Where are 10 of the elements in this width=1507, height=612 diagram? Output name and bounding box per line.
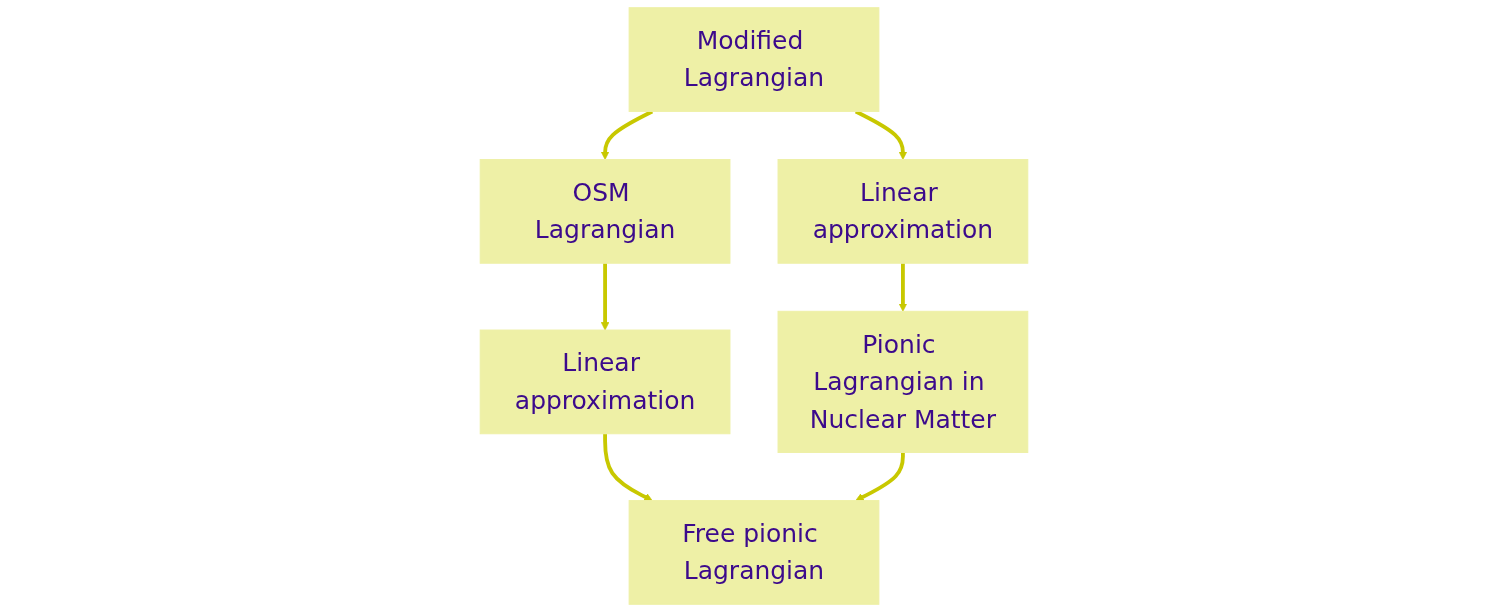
node-box: Modified Lagrangian bbox=[628, 7, 879, 112]
arrow bbox=[854, 452, 905, 501]
arrow bbox=[602, 433, 653, 501]
node-box: Linear approximation bbox=[777, 159, 1028, 264]
node-box: OSM Lagrangian bbox=[479, 159, 730, 264]
node-box: Pionic Lagrangian in Nuclear Matter bbox=[777, 310, 1028, 453]
node-box: Free pionic Lagrangian bbox=[628, 500, 879, 605]
arrow bbox=[898, 263, 907, 312]
node-box: Linear approximation bbox=[479, 329, 730, 435]
arrow bbox=[600, 263, 609, 331]
